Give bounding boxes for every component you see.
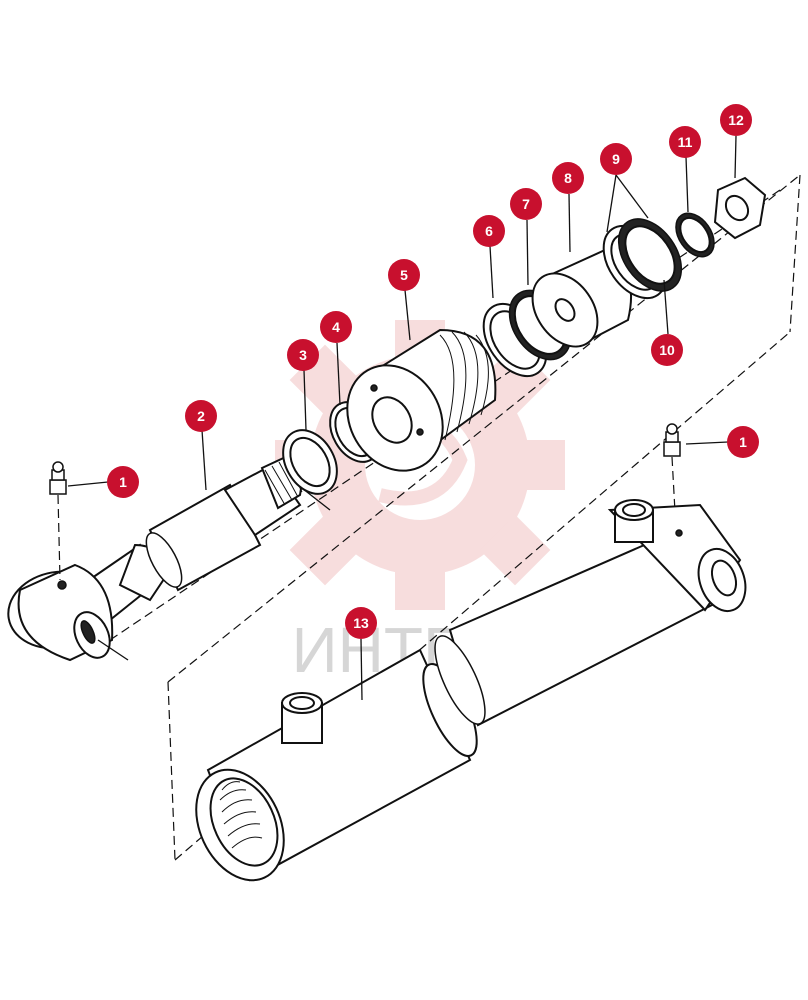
callout-1-right: 1 xyxy=(727,426,759,458)
svg-text:3: 3 xyxy=(299,347,307,363)
rod-end-eye xyxy=(7,543,172,662)
callout-1-left: 1 xyxy=(107,466,139,498)
svg-text:7: 7 xyxy=(522,196,530,212)
svg-text:1: 1 xyxy=(739,434,747,450)
leader-lines xyxy=(67,135,737,701)
callout-5: 5 xyxy=(388,259,420,291)
callout-2: 2 xyxy=(185,400,217,432)
piston-rod xyxy=(145,453,303,592)
callout-13: 13 xyxy=(345,607,377,639)
grease-fitting-left xyxy=(49,461,67,581)
callout-9: 9 xyxy=(600,143,632,175)
part-11-o-ring xyxy=(675,212,715,258)
callout-4: 4 xyxy=(320,311,352,343)
callout-11: 11 xyxy=(669,126,701,158)
svg-text:8: 8 xyxy=(564,170,572,186)
part-8-piston xyxy=(531,248,632,348)
callout-10: 10 xyxy=(651,334,683,366)
svg-text:6: 6 xyxy=(485,223,493,239)
callout-6: 6 xyxy=(473,215,505,247)
svg-text:13: 13 xyxy=(353,615,369,631)
callout-8: 8 xyxy=(552,162,584,194)
part-9-piston-seal xyxy=(602,218,683,300)
callout-3: 3 xyxy=(287,339,319,371)
part-5-gland xyxy=(346,328,497,472)
callout-12: 12 xyxy=(720,104,752,136)
callout-7: 7 xyxy=(510,188,542,220)
svg-text:4: 4 xyxy=(332,319,340,335)
part-12-nut xyxy=(713,176,767,240)
svg-text:2: 2 xyxy=(197,408,205,424)
svg-text:10: 10 xyxy=(659,342,675,358)
part-13-cylinder-barrel xyxy=(195,499,747,882)
svg-text:1: 1 xyxy=(119,474,127,490)
svg-text:11: 11 xyxy=(678,134,693,150)
svg-text:9: 9 xyxy=(612,151,620,167)
part-3-wiper-ring xyxy=(282,429,338,495)
svg-text:12: 12 xyxy=(728,112,744,128)
svg-text:5: 5 xyxy=(400,267,408,283)
